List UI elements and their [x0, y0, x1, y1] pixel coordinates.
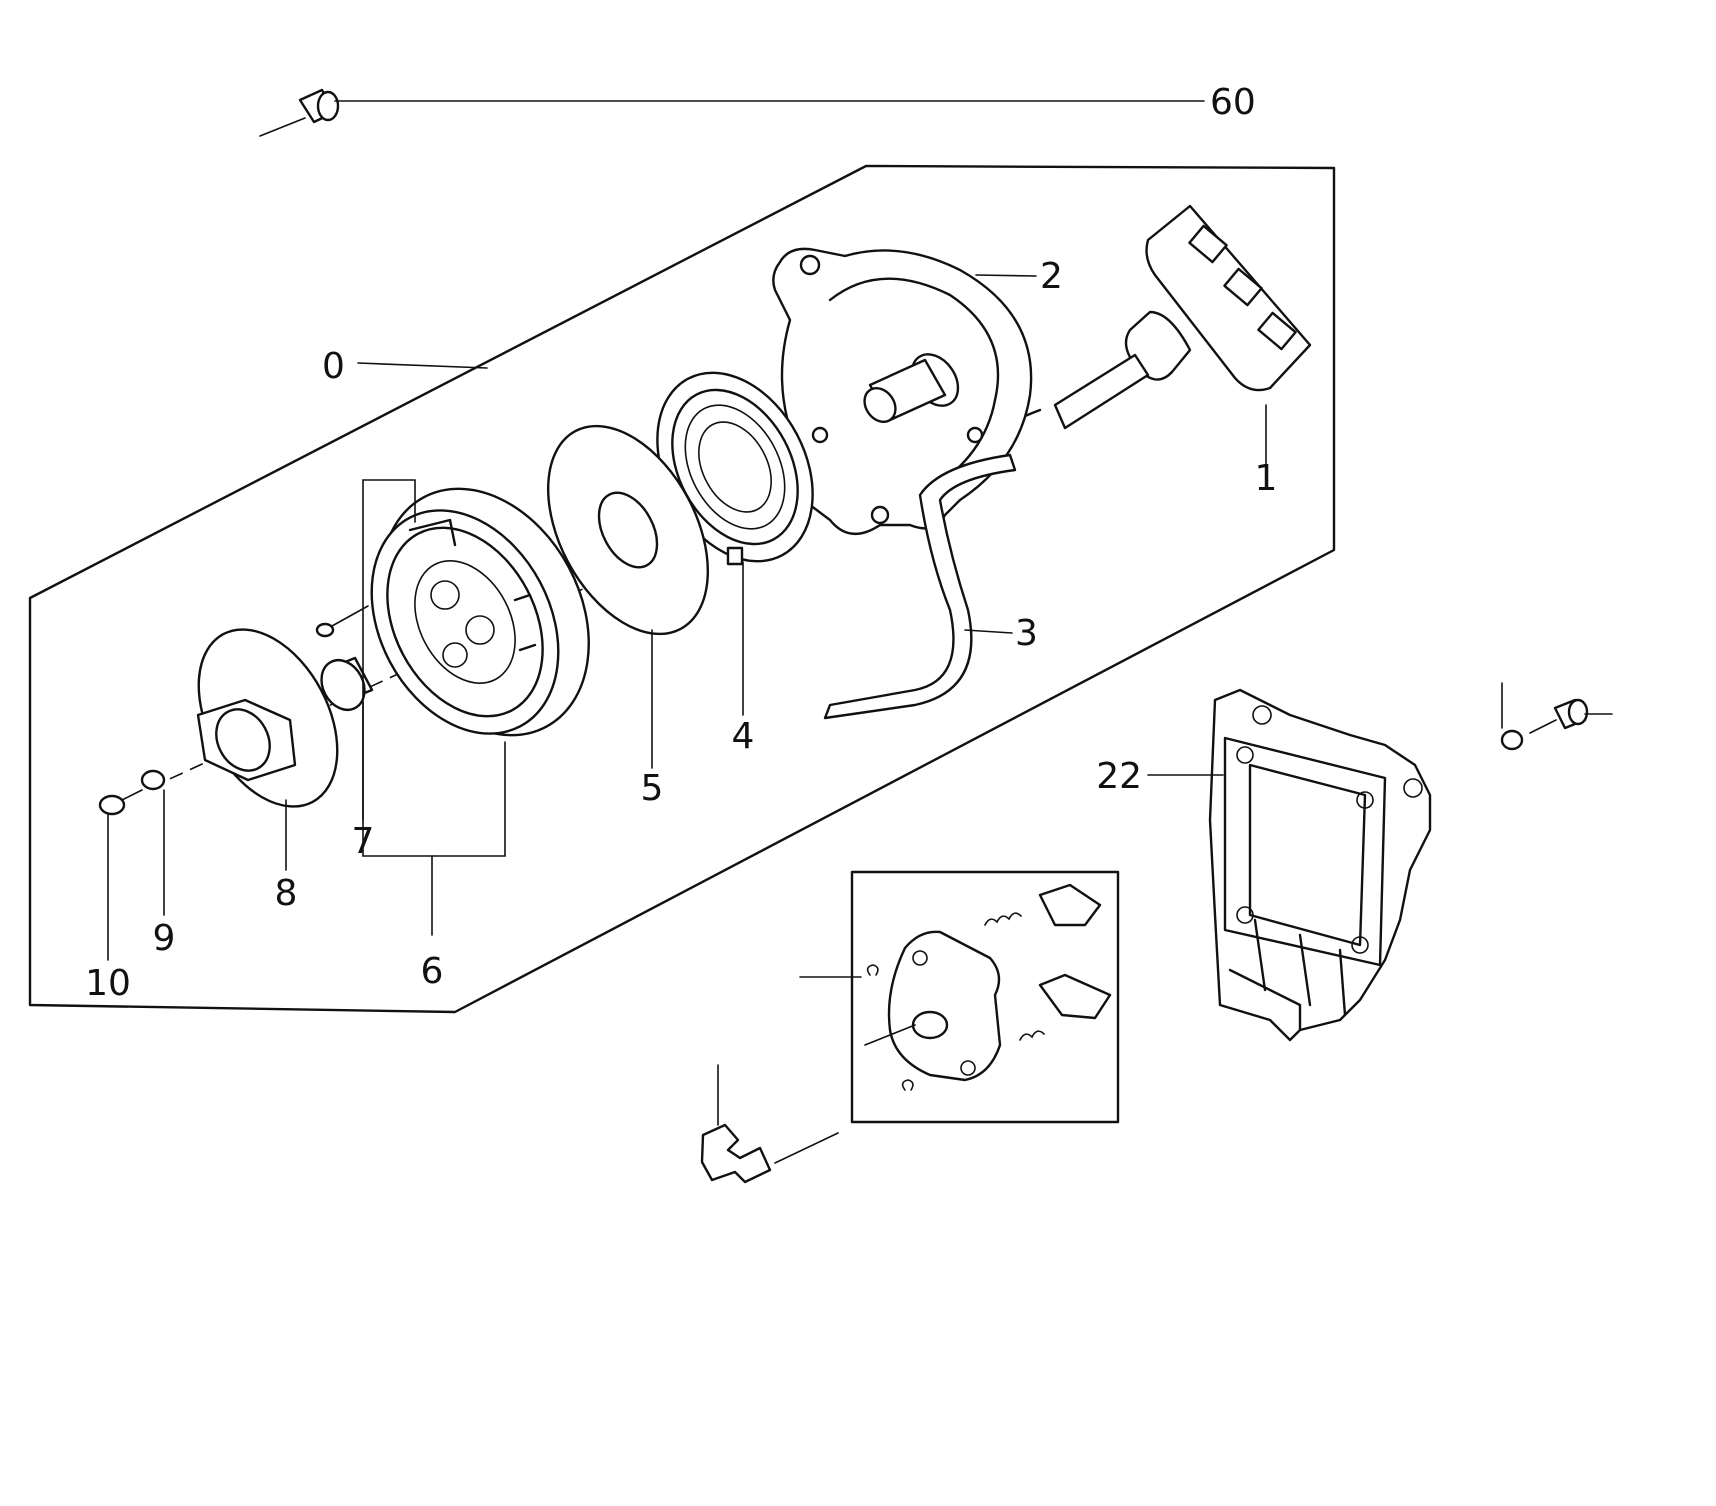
- callout-1: 1: [1255, 458, 1278, 499]
- callout-10: 10: [85, 963, 131, 1004]
- callout-3: 3: [1015, 613, 1038, 654]
- callout-6: 6: [421, 951, 444, 992]
- assembly-group-outline: [28, 164, 1336, 1014]
- callout-2: 2: [1040, 256, 1063, 297]
- callout-5: 5: [641, 768, 664, 809]
- starter-rope-part: [823, 453, 1017, 720]
- bolt-16-part: [259, 88, 340, 137]
- fan-cover-part: [1208, 688, 1432, 1042]
- starter-handle-part: [988, 204, 1312, 442]
- bushing-part: [320, 656, 374, 712]
- washer-part: [140, 769, 166, 791]
- washer-plate-part: [546, 424, 710, 636]
- bolt-17-part: [1529, 698, 1589, 734]
- callout-8: 8: [275, 873, 298, 914]
- washer-18-part: [1500, 729, 1524, 751]
- ratchet-assembly-part: [864, 883, 1112, 1091]
- starter-case-part: [772, 247, 1033, 535]
- reel-screw-part: [315, 605, 369, 638]
- callout-0: 0: [322, 346, 345, 387]
- fitting-60-part: [700, 1123, 839, 1184]
- ratchet-plate-part: [196, 628, 339, 808]
- screw-part: [98, 789, 143, 816]
- reel-pulley-part: [370, 487, 590, 737]
- callout-9: 9: [153, 918, 176, 959]
- callout-7: 7: [352, 821, 375, 862]
- ratchet-assembly-box: [850, 870, 1120, 1124]
- callout-4: 4: [732, 716, 755, 757]
- callout-16: 60: [1210, 82, 1256, 123]
- callout-15: 22: [1096, 756, 1142, 797]
